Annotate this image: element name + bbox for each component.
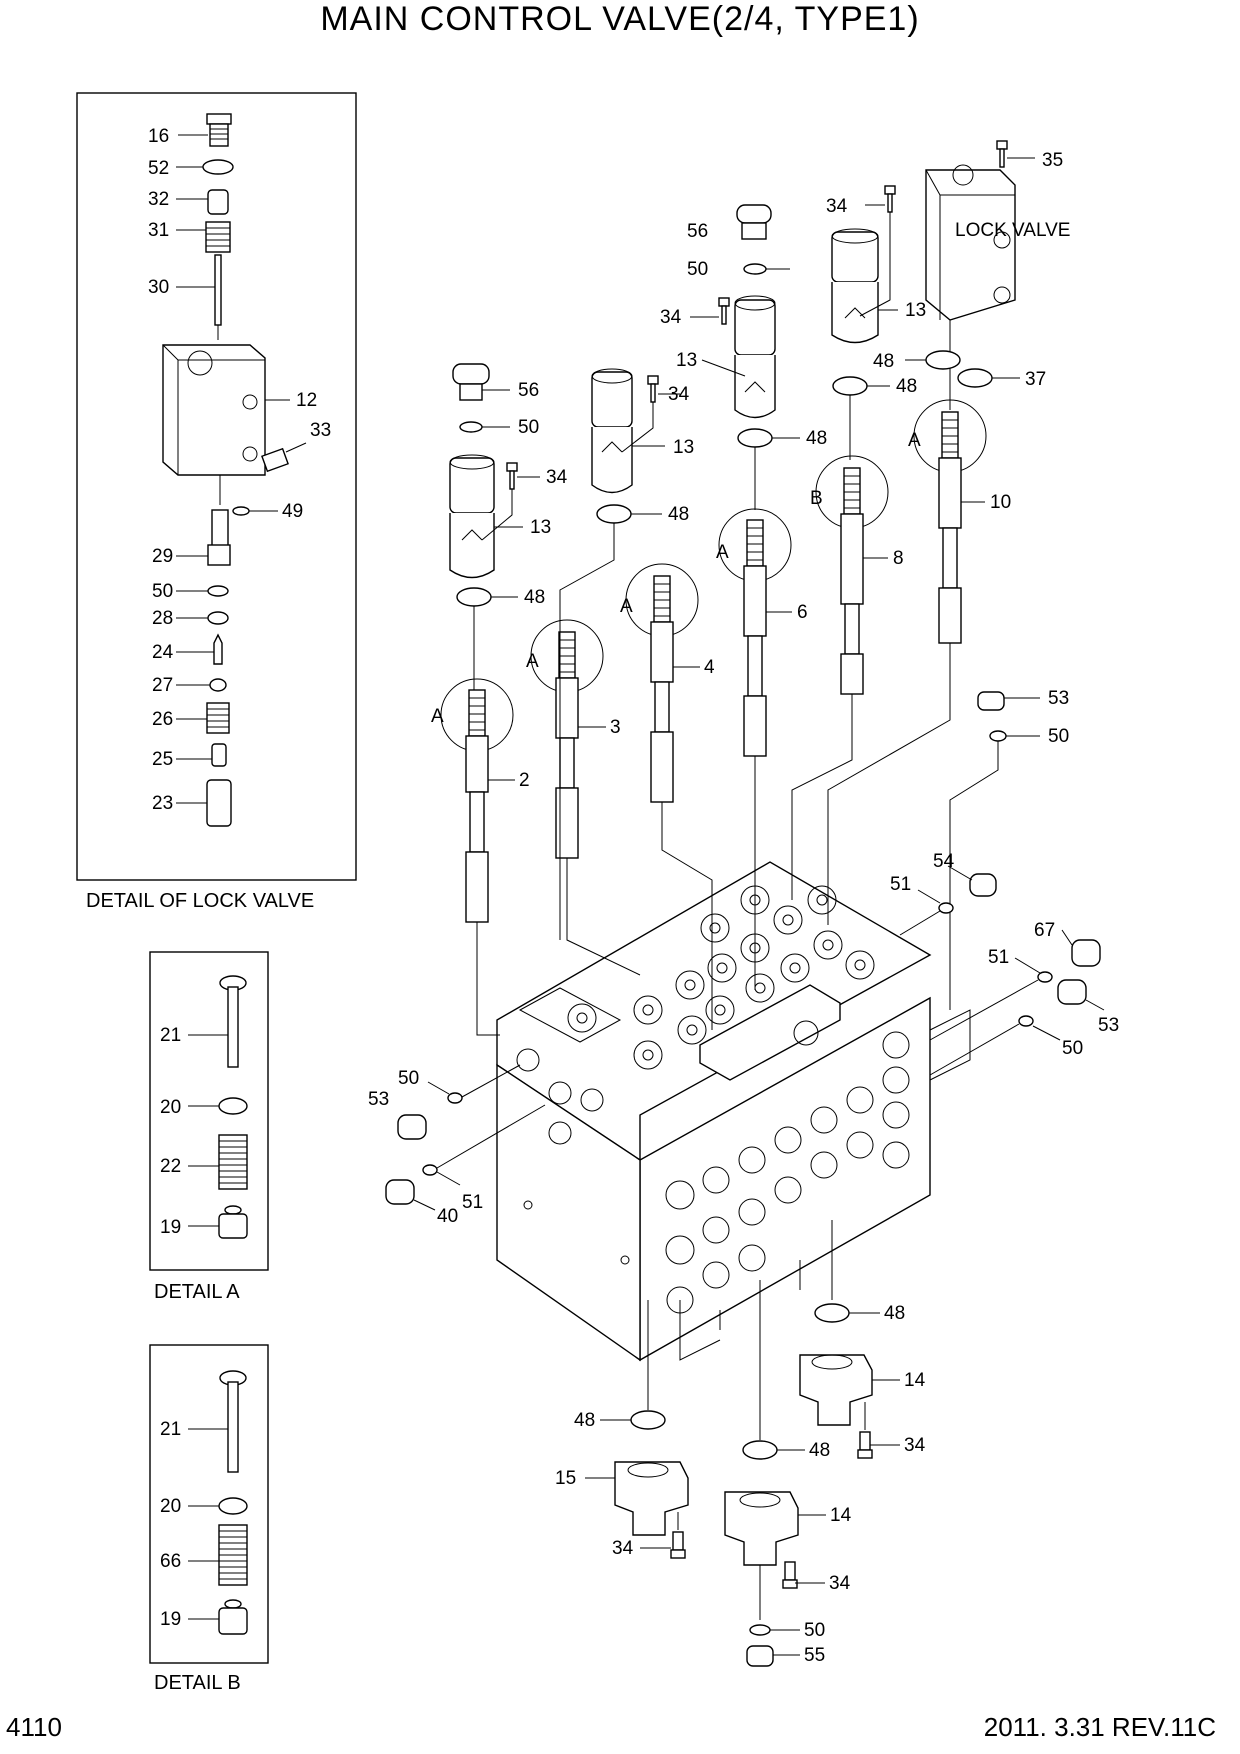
part-label: 48 — [574, 1410, 595, 1431]
part-label: 51 — [462, 1192, 483, 1213]
part-label: 23 — [152, 793, 173, 814]
part-label: 49 — [282, 501, 303, 522]
part-label: 67 — [1034, 920, 1055, 941]
bottom-components — [585, 1220, 900, 1667]
detail-a-panel: 21 20 22 19 DETAIL A — [149, 951, 269, 1303]
part-label: 40 — [437, 1206, 458, 1227]
part-label: 2 — [519, 770, 530, 791]
panel-caption: DETAIL B — [154, 1672, 241, 1694]
part-label: 13 — [673, 437, 694, 458]
part-label: 56 — [687, 221, 708, 242]
part-label: 52 — [148, 158, 169, 179]
part-label: 3 — [610, 717, 621, 738]
part-label: 26 — [152, 709, 173, 730]
part-label: 31 — [148, 220, 169, 241]
part-label: 6 — [797, 602, 808, 623]
part-label: 29 — [152, 546, 173, 567]
part-label: 56 — [518, 380, 539, 401]
part-label: 55 — [804, 1645, 825, 1666]
part-label: 34 — [904, 1435, 926, 1456]
part-label: 16 — [148, 126, 169, 147]
part-label: 21 — [160, 1419, 181, 1440]
part-label: 37 — [1025, 369, 1046, 390]
part-label: 50 — [152, 581, 173, 602]
part-label: 54 — [933, 851, 955, 872]
part-label: 50 — [804, 1620, 825, 1641]
part-label: 51 — [988, 947, 1009, 968]
part-label: 35 — [1042, 150, 1063, 171]
valve-block — [496, 861, 971, 1362]
part-label: 34 — [612, 1538, 634, 1559]
callout-letter: A — [908, 430, 921, 451]
part-label: 15 — [555, 1468, 576, 1489]
part-label: 4 — [704, 657, 715, 678]
page-title: MAIN CONTROL VALVE(2/4, TYPE1) — [320, 0, 920, 38]
part-label: 50 — [398, 1068, 419, 1089]
part-label: 13 — [530, 517, 551, 538]
part-label: 13 — [905, 300, 926, 321]
callout-letter: B — [810, 488, 823, 509]
page-number: 4110 — [6, 1712, 62, 1742]
part-label: 51 — [890, 874, 911, 895]
part-label: 34 — [668, 384, 690, 405]
part-label: 48 — [884, 1303, 905, 1324]
part-label: 14 — [830, 1505, 852, 1526]
part-label: 48 — [873, 351, 894, 372]
part-label: 48 — [524, 587, 545, 608]
part-label: 20 — [160, 1496, 181, 1517]
part-label: 8 — [893, 548, 904, 569]
part-label: 53 — [1048, 688, 1069, 709]
part-label: 50 — [1062, 1038, 1083, 1059]
part-label: 50 — [518, 417, 539, 438]
part-label: 48 — [806, 428, 827, 449]
part-label: 10 — [990, 492, 1011, 513]
part-label: 21 — [160, 1025, 181, 1046]
callout-letter: A — [620, 596, 633, 617]
part-label: 53 — [1098, 1015, 1119, 1036]
part-label: 14 — [904, 1370, 926, 1391]
part-label: 13 — [676, 350, 697, 371]
side-fittings — [385, 691, 1105, 1211]
spool-assemblies — [440, 399, 987, 1036]
part-label: 48 — [668, 504, 689, 525]
revision-date: 2011. 3.31 REV.11C — [983, 1712, 1216, 1742]
part-label: 24 — [152, 642, 174, 663]
part-label: 50 — [687, 259, 708, 280]
detail-b-panel: 21 20 66 19 DETAIL B — [149, 1344, 269, 1694]
part-label: 28 — [152, 608, 173, 629]
part-label: 12 — [296, 390, 317, 411]
part-label: 33 — [310, 420, 331, 441]
part-label: 34 — [660, 307, 682, 328]
panel-caption: DETAIL A — [154, 1281, 240, 1303]
part-label: 25 — [152, 749, 173, 770]
panel-caption: DETAIL OF LOCK VALVE — [86, 890, 314, 912]
part-label: 20 — [160, 1097, 181, 1118]
lock-valve-detail-panel — [76, 92, 357, 881]
part-label: 22 — [160, 1156, 181, 1177]
lock-valve-labels: 16 52 32 31 30 12 33 49 29 50 28 24 27 2… — [86, 126, 331, 912]
part-label: 48 — [809, 1440, 830, 1461]
part-label: 34 — [829, 1573, 851, 1594]
part-label: 66 — [160, 1551, 181, 1572]
part-label: 27 — [152, 675, 173, 696]
callout-letter: A — [431, 706, 444, 727]
part-label: 32 — [148, 189, 169, 210]
spool-caps — [449, 140, 1035, 940]
part-label: 34 — [826, 196, 848, 217]
part-label: 19 — [160, 1609, 181, 1630]
part-label: 30 — [148, 277, 169, 298]
part-label: 50 — [1048, 726, 1069, 747]
callout-letter: A — [526, 651, 539, 672]
part-label: 53 — [368, 1089, 389, 1110]
callout-letter: A — [716, 542, 729, 563]
main-labels: LOCK VALVE A B A A A A 35 34 13 48 37 56… — [368, 150, 1119, 1666]
part-label: 19 — [160, 1217, 181, 1238]
lock-valve-label: LOCK VALVE — [955, 220, 1070, 241]
part-label: 34 — [546, 467, 568, 488]
part-label: 48 — [896, 376, 917, 397]
